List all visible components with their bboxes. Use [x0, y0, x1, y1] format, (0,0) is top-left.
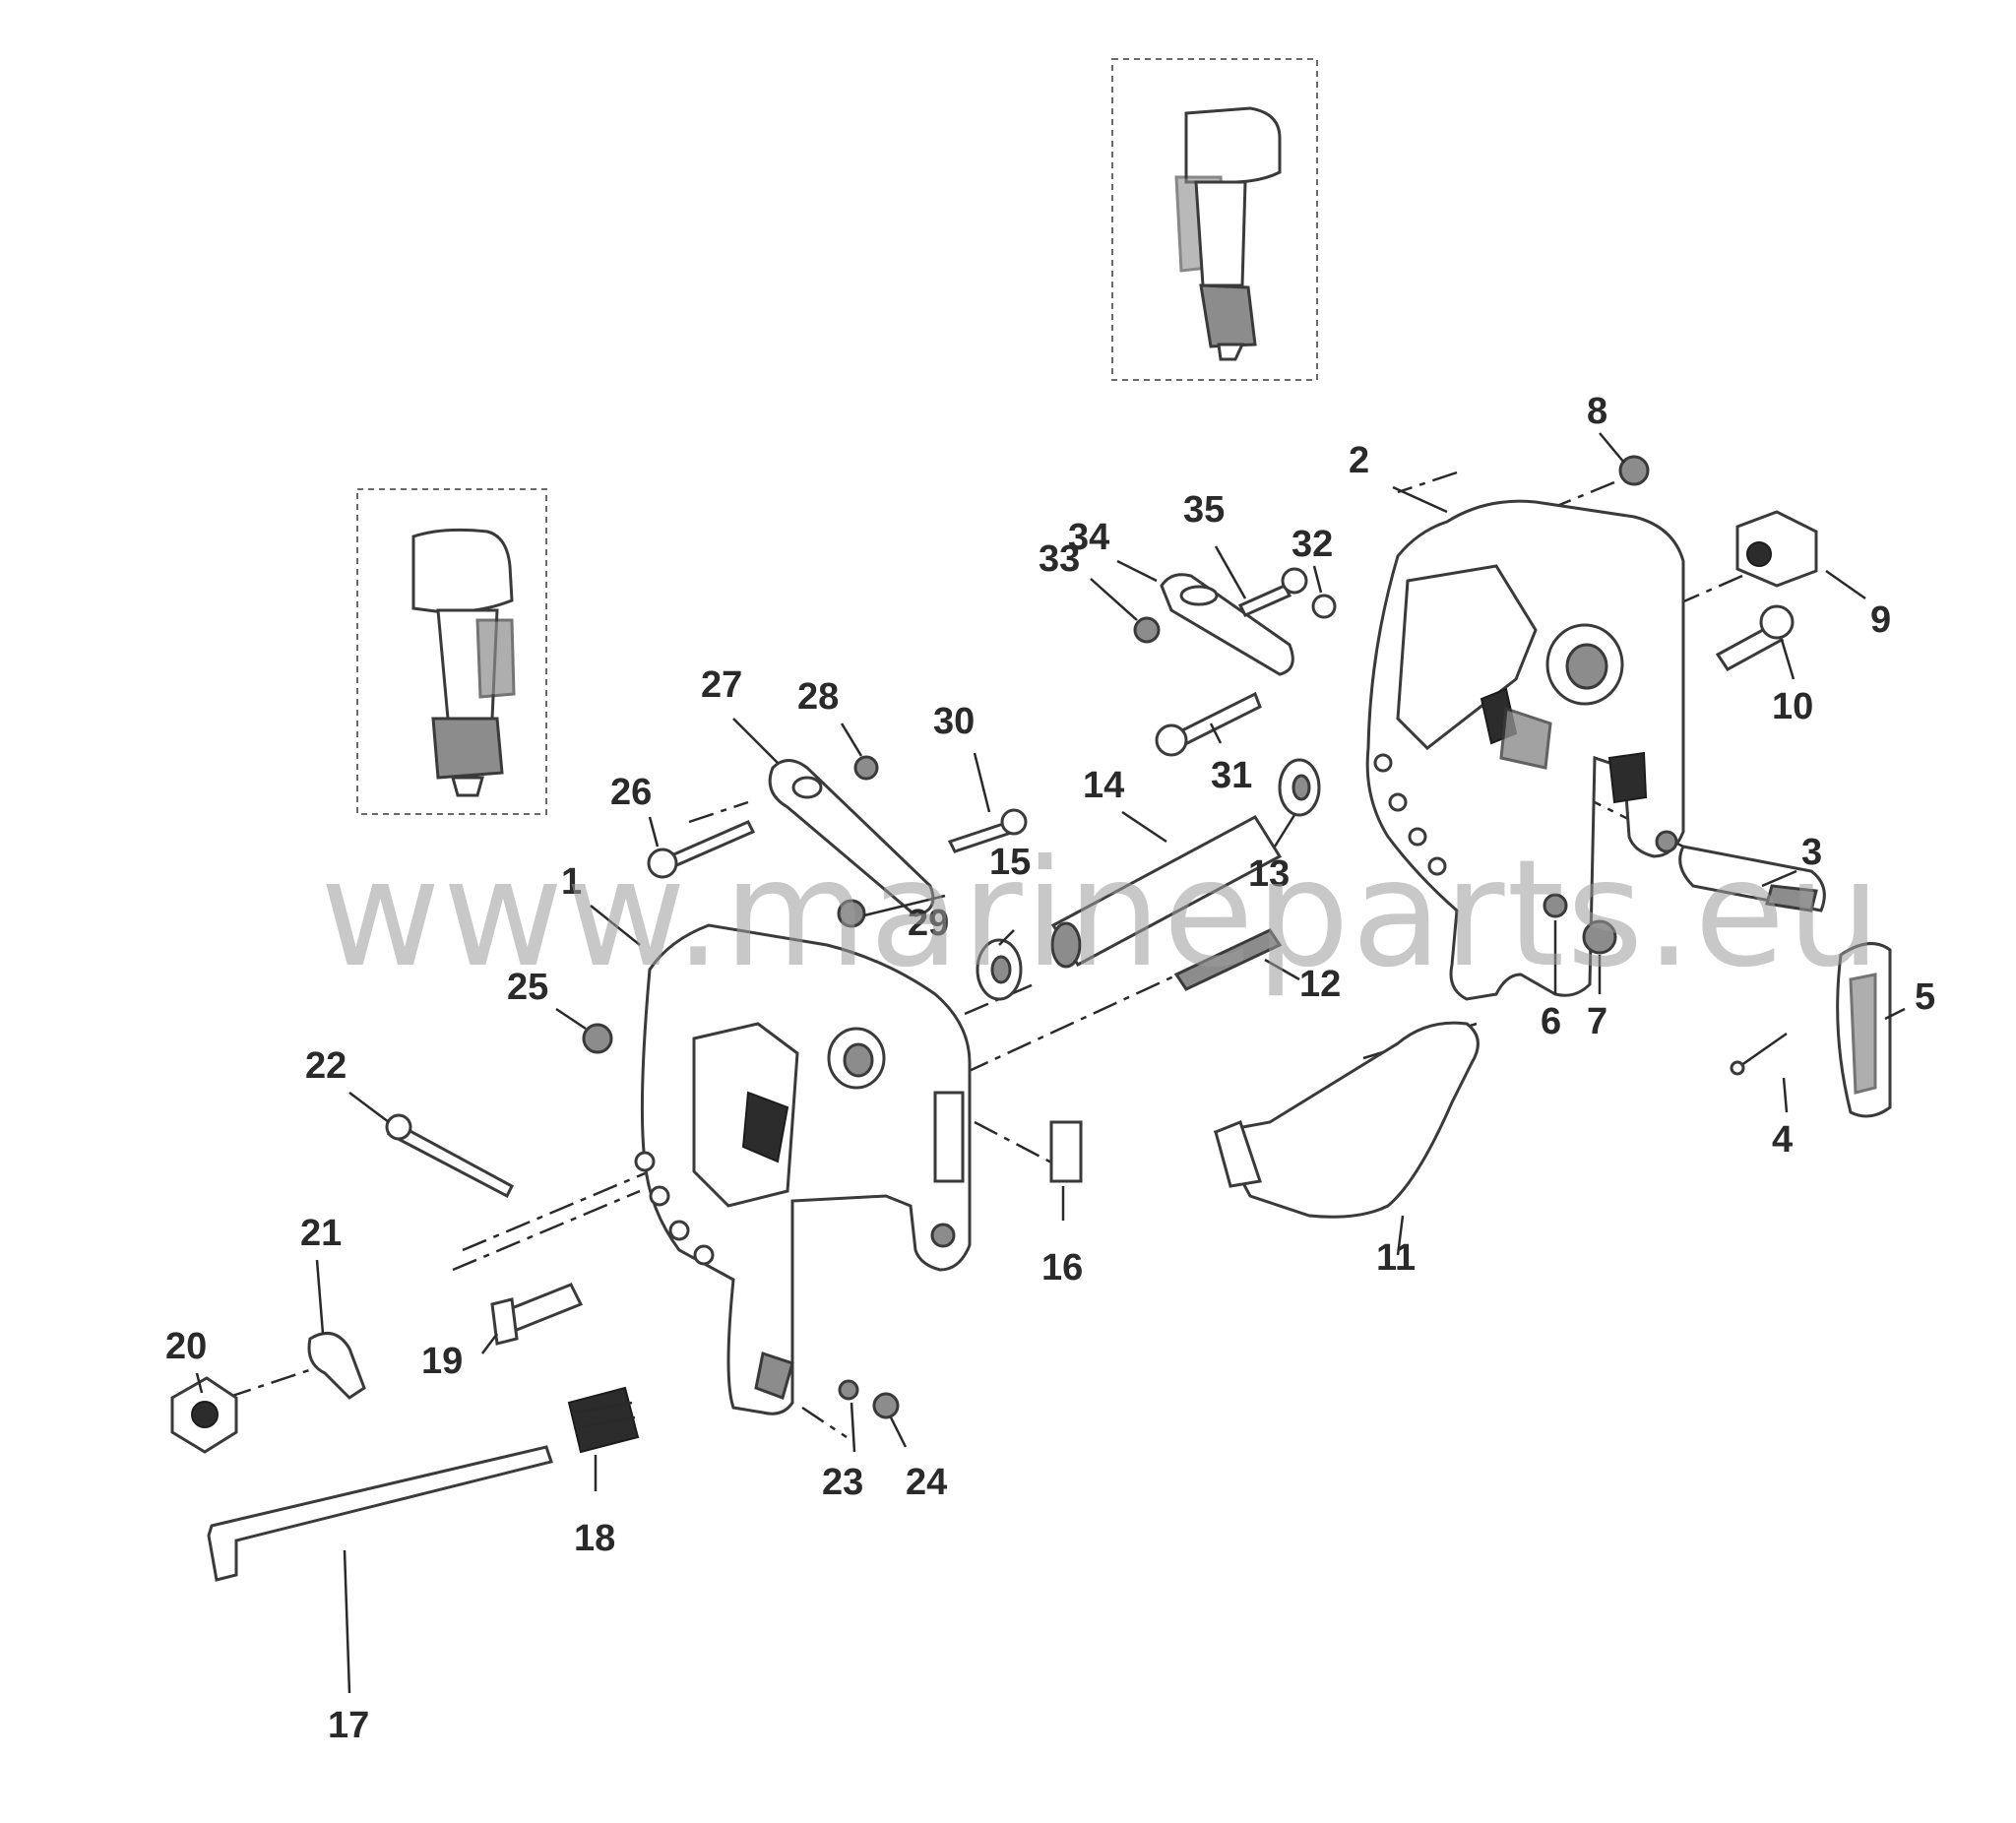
- callout-29: 29: [908, 903, 949, 944]
- part-18: [567, 1386, 640, 1454]
- callout-2: 2: [1349, 440, 1369, 481]
- callout-3: 3: [1801, 832, 1822, 873]
- part-5: [1836, 942, 1892, 1118]
- callout-26: 26: [610, 772, 652, 813]
- part-9: [1735, 510, 1818, 588]
- part-10: [1715, 604, 1795, 671]
- callout-7: 7: [1587, 1001, 1607, 1042]
- callout-34: 34: [1068, 517, 1109, 558]
- part-23: [838, 1379, 859, 1401]
- callout-8: 8: [1587, 391, 1607, 432]
- part-35: [1237, 567, 1308, 617]
- part-28: [853, 755, 879, 781]
- callout-1: 1: [561, 861, 582, 903]
- callout-21: 21: [300, 1213, 342, 1254]
- callout-9: 9: [1870, 599, 1891, 641]
- part-8: [1618, 455, 1650, 486]
- part-6: [1543, 893, 1568, 918]
- callout-13: 13: [1248, 853, 1290, 895]
- callout-19: 19: [421, 1341, 463, 1382]
- part-33: [1133, 616, 1161, 644]
- callout-6: 6: [1541, 1001, 1561, 1042]
- callout-10: 10: [1772, 686, 1813, 727]
- callout-27: 27: [701, 664, 742, 706]
- outboard-motor-locator-icon: [1174, 106, 1282, 361]
- watermark-text: www.marineparts.eu: [320, 829, 1883, 1000]
- part-11: [1213, 1021, 1480, 1219]
- callout-20: 20: [165, 1326, 207, 1367]
- callout-labels: 1 2 3 4 5 6 7 8 9 10 11 12 13 14 15 16 1…: [165, 391, 1935, 1746]
- callout-32: 32: [1292, 524, 1333, 565]
- callout-17: 17: [328, 1705, 369, 1746]
- part-22: [385, 1113, 514, 1199]
- inset-locator-top: [1111, 58, 1318, 381]
- callout-30: 30: [933, 701, 975, 742]
- callout-24: 24: [906, 1462, 947, 1503]
- outboard-motor-locator-icon: [411, 528, 516, 797]
- callout-4: 4: [1772, 1119, 1793, 1161]
- part-15: [976, 938, 1023, 1001]
- callout-33: 33: [1039, 538, 1080, 580]
- part-13: [1278, 758, 1321, 817]
- part-14: [1050, 815, 1283, 969]
- callout-25: 25: [507, 967, 548, 1008]
- part-clamp-bracket-left: [634, 923, 972, 1415]
- part-4: [1730, 1032, 1788, 1076]
- callout-28: 28: [797, 676, 839, 718]
- callout-31: 31: [1211, 755, 1252, 796]
- part-27: [768, 759, 935, 917]
- callout-11: 11: [1376, 1237, 1416, 1279]
- part-clamp-bracket-right: [1365, 499, 1685, 1001]
- callout-35: 35: [1183, 489, 1225, 531]
- part-26: [647, 820, 756, 879]
- part-34: [1160, 573, 1294, 676]
- callout-16: 16: [1041, 1247, 1083, 1289]
- callout-23: 23: [822, 1462, 863, 1503]
- callout-22: 22: [305, 1045, 346, 1087]
- part-12: [1173, 928, 1283, 991]
- callout-5: 5: [1915, 976, 1935, 1018]
- part-21: [307, 1331, 366, 1400]
- part-24: [872, 1392, 900, 1419]
- leader-lines: [195, 432, 1906, 1694]
- callout-14: 14: [1083, 765, 1124, 806]
- callout-12: 12: [1299, 964, 1341, 1005]
- part-29: [837, 899, 866, 928]
- part-7: [1582, 919, 1617, 955]
- inset-locator-left: [356, 488, 547, 815]
- part-25: [582, 1023, 613, 1054]
- part-31: [1155, 691, 1262, 757]
- callout-15: 15: [989, 842, 1031, 883]
- part-19: [490, 1283, 584, 1346]
- part-20: [170, 1376, 238, 1454]
- part-17: [207, 1445, 553, 1582]
- part-3: [1678, 845, 1826, 912]
- part-16: [1049, 1120, 1083, 1183]
- part-32: [1311, 594, 1337, 619]
- callout-18: 18: [574, 1518, 615, 1559]
- part-30: [947, 808, 1028, 853]
